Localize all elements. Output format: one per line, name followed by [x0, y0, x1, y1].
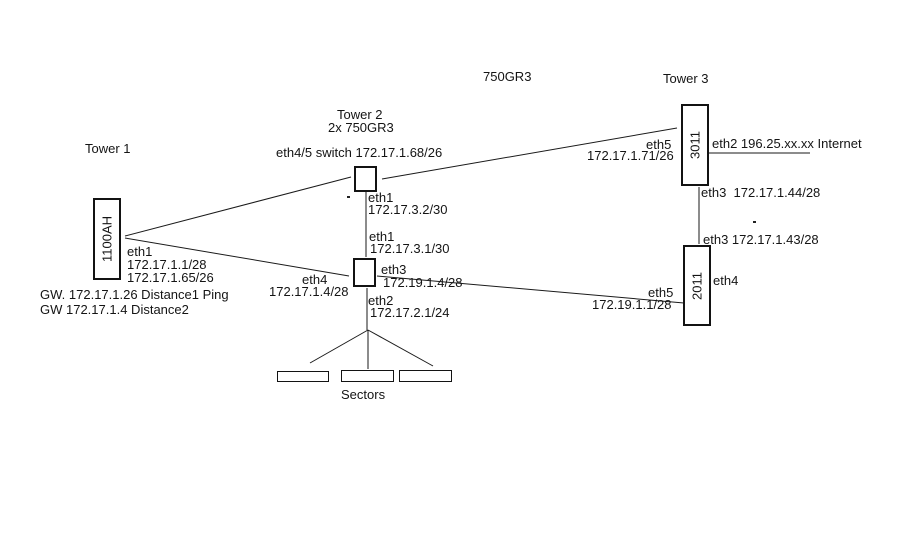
- tower1-eth1-label: eth1: [127, 244, 153, 259]
- sectors-label: Sectors: [341, 387, 386, 402]
- device-box-tower2-bottom-router: [353, 258, 376, 287]
- tower2-switch-label: eth4/5 switch 172.17.1.68/26: [276, 145, 443, 160]
- tower1-ip1: 172.17.1.1/28: [127, 257, 207, 272]
- device-box-1100ah: 1100AH: [93, 198, 121, 280]
- tower2-bottom-eth4-label: eth4: [302, 272, 328, 287]
- tower1-gateway1: GW. 172.17.1.26 Distance1 Ping: [40, 287, 229, 302]
- router2011-eth3-label: eth3 172.17.1.43/28: [703, 232, 819, 247]
- tower1-title: Tower 1: [85, 141, 131, 156]
- tower2-bottom-eth4-ip: 172.17.1.4/28: [269, 284, 349, 299]
- tower2-bottom-eth2-label: eth2: [368, 293, 394, 308]
- tower2-top-eth1-label: eth1: [368, 190, 394, 205]
- router3011-eth5-ip: 172.17.1.71/26: [587, 148, 674, 163]
- tower2-subtitle: 2x 750GR3: [328, 120, 394, 135]
- tower2-bottom-eth1-ip: 172.17.3.1/30: [370, 241, 450, 256]
- tower1-gateway2: GW 172.17.1.4 Distance2: [40, 302, 189, 317]
- device-label-1100ah: 1100AH: [99, 215, 115, 263]
- router3011-eth2-internet-label: eth2 196.25.xx.xx Internet: [712, 136, 862, 151]
- device-box-2011: 2011: [683, 245, 711, 326]
- device-box-tower2-top-router: [354, 166, 377, 192]
- link-tower2-bottom-to-2011: [376, 275, 685, 304]
- router3011-eth3-label: eth3 172.17.1.44/28: [701, 185, 821, 200]
- router2011-eth4-label: eth4: [713, 273, 739, 288]
- router2011-eth5-label: eth5: [648, 285, 674, 300]
- tower3-title: Tower 3: [663, 71, 709, 86]
- router2011-eth5-ip: 172.19.1.1/28: [592, 297, 672, 312]
- link-tower2-top-to-3011: [381, 127, 678, 180]
- tower2-bottom-eth3-label: eth3: [381, 262, 407, 277]
- tower1-ip2: 172.17.1.65/26: [127, 270, 214, 285]
- tower2-bottom-eth2-ip: 172.17.2.1/24: [370, 305, 450, 320]
- link-tower1-to-tower2-top: [124, 176, 352, 237]
- stray-mark: [347, 196, 350, 198]
- sector-box-right: [399, 370, 452, 382]
- stray-mark: [753, 221, 756, 223]
- sector-box-left: [277, 371, 329, 382]
- device-label-3011: 3011: [687, 131, 703, 159]
- link-sector-right: [367, 329, 434, 367]
- device-box-3011: 3011: [681, 104, 709, 186]
- tower2-bottom-eth1-label: eth1: [369, 229, 395, 244]
- tower2-bottom-eth3-ip: 172.19.1.4/28: [383, 275, 463, 290]
- tower2-top-eth1-ip: 172.17.3.2/30: [368, 202, 448, 217]
- device-label-2011: 2011: [689, 271, 705, 300]
- link-sector-left: [309, 329, 369, 364]
- tower2-title: Tower 2: [337, 107, 383, 122]
- router3011-eth5-label: eth5: [646, 137, 672, 152]
- link-tower1-to-tower2-bottom: [124, 237, 350, 277]
- sector-box-center: [341, 370, 394, 382]
- annotation-750gr3: 750GR3: [483, 69, 532, 84]
